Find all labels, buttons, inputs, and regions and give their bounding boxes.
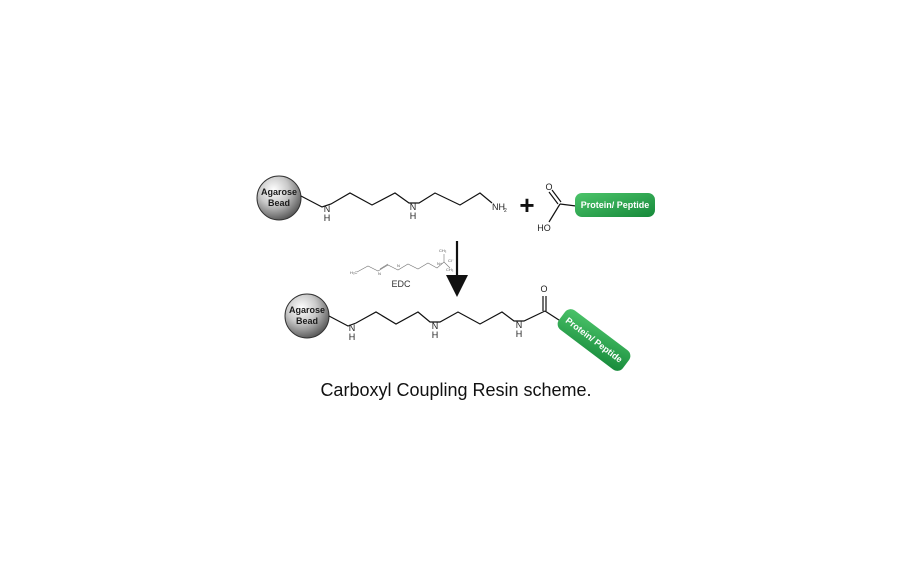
- carbonyl-oxygen: O: [545, 182, 552, 192]
- edc-h3c: H₃C: [350, 270, 358, 275]
- product-protein-peptide-tag: [557, 309, 631, 371]
- product-conjugate: Agarose Bead N H N H N H O Protein/ Pept…: [284, 284, 631, 371]
- edc-reagent: H₃C N N N+ Cl⁻ CH₃ CH₃ EDC: [350, 248, 454, 289]
- product-linker-chain: [328, 310, 546, 327]
- amine-n-1: N: [324, 204, 331, 214]
- product-bead-label-line2: Bead: [296, 316, 318, 326]
- edc-ch3-b: CH₃: [446, 267, 454, 272]
- product-amine-n-1: N: [349, 323, 356, 333]
- scheme-caption: Carboxyl Coupling Resin scheme.: [320, 380, 591, 400]
- edc-nplus: N+: [437, 261, 443, 266]
- protein-peptide-tag: [575, 193, 655, 217]
- edc-cl: Cl⁻: [448, 258, 454, 263]
- amine-h-2: H: [410, 211, 417, 221]
- product-amine-h-2: H: [432, 330, 439, 340]
- edc-n2: N: [397, 263, 400, 268]
- amine-h-1: H: [324, 213, 331, 223]
- terminal-amine-sub: 2: [504, 208, 507, 214]
- product-bead-label-line1: Agarose: [289, 305, 325, 315]
- hydroxyl-group: HO: [537, 223, 551, 233]
- agarose-bead: [256, 175, 302, 221]
- product-protein-peptide-label: Protein/ Peptide: [564, 315, 625, 364]
- amine-n-2: N: [410, 202, 417, 212]
- bead-label-line1: Agarose: [261, 187, 297, 197]
- reactant-carboxylic-acid: O HO Protein/ Peptide: [537, 182, 655, 233]
- product-carbonyl-oxygen: O: [540, 284, 547, 294]
- edc-n1: N: [378, 271, 381, 276]
- linker-chain: [300, 192, 493, 208]
- product-amine-h-1: H: [349, 332, 356, 342]
- bead-label-line2: Bead: [268, 198, 290, 208]
- amide-n: N: [516, 320, 523, 330]
- protein-peptide-label: Protein/ Peptide: [581, 200, 650, 210]
- edc-label: EDC: [391, 279, 411, 289]
- product-amine-n-2: N: [432, 321, 439, 331]
- amide-h: H: [516, 329, 523, 339]
- plus-sign: +: [519, 190, 534, 220]
- reactant-bead-linker: Agarose Bead N H N H NH 2: [256, 175, 507, 223]
- edc-ch3-a: CH₃: [439, 248, 447, 253]
- terminal-amine: NH: [492, 202, 505, 212]
